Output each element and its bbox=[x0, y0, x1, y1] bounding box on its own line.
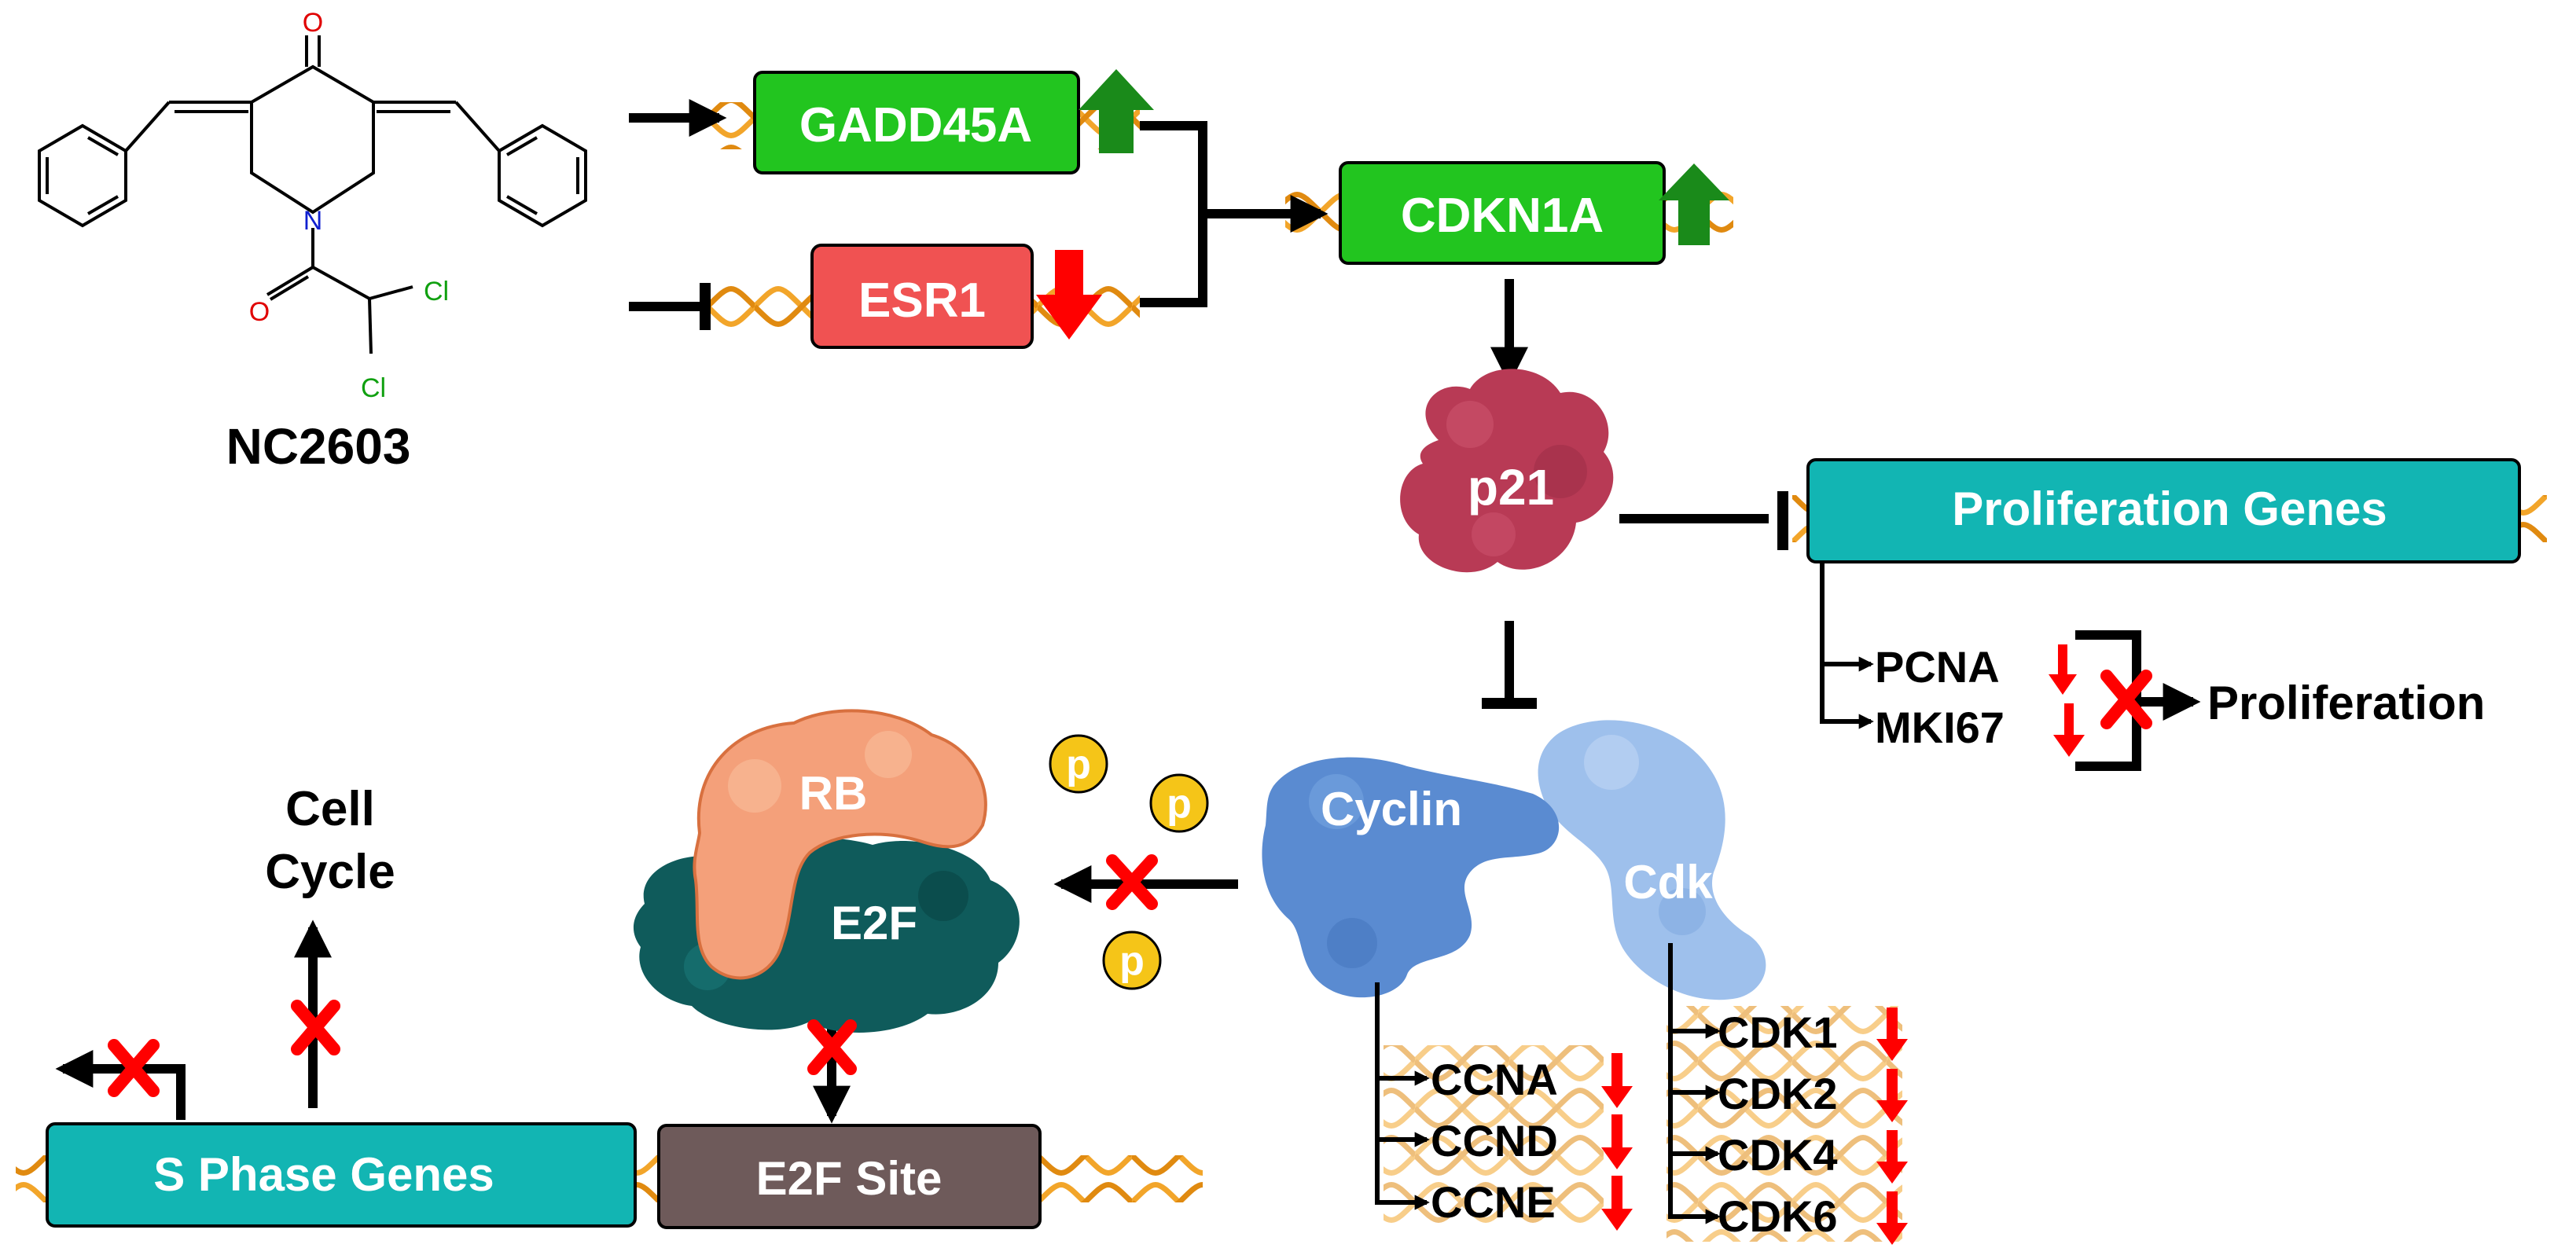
pcna-down-arrow bbox=[2049, 644, 2077, 695]
proliferation-label: Proliferation bbox=[2207, 677, 2485, 729]
ketone-oxygen: O bbox=[303, 8, 323, 38]
chlorine-atom-2: Cl bbox=[361, 373, 386, 403]
nitrogen-atom: N bbox=[303, 206, 323, 236]
cell-cycle-label-line1: Cell bbox=[285, 782, 375, 836]
cdk-label: Cdk bbox=[1623, 856, 1713, 908]
cdk-branch bbox=[1668, 943, 1721, 1224]
cell-cycle-label-line2: Cycle bbox=[265, 845, 395, 899]
p21-label: p21 bbox=[1468, 459, 1554, 516]
esr1-label: ESR1 bbox=[858, 273, 986, 328]
mki67-label: MKI67 bbox=[1875, 703, 2005, 752]
compound-name: NC2603 bbox=[226, 418, 411, 475]
gadd45a-box bbox=[753, 71, 1080, 174]
transcription-block-x bbox=[108, 1039, 160, 1097]
cdkn1a-label: CDKN1A bbox=[1401, 189, 1604, 243]
e2f-label: E2F bbox=[831, 897, 917, 949]
nc2603-structure bbox=[38, 35, 587, 354]
gadd45a-up-arrow bbox=[1079, 69, 1154, 153]
e2f-site-box bbox=[657, 1124, 1042, 1229]
cdk-protein bbox=[1538, 720, 1766, 1000]
pcna-label: PCNA bbox=[1875, 642, 2000, 692]
e2f-protein bbox=[633, 837, 1020, 1033]
proliferation-genes-label: Proliferation Genes bbox=[1952, 483, 2387, 535]
svg-text:p: p bbox=[1119, 938, 1145, 984]
phosphate-group-3: p bbox=[1102, 930, 1162, 990]
cdk6-label: CDK6 bbox=[1718, 1191, 1837, 1241]
cdk2-down-arrow bbox=[1876, 1069, 1908, 1122]
cyclin-label: Cyclin bbox=[1321, 783, 1462, 835]
s-phase-genes-box bbox=[46, 1122, 637, 1228]
esr1-box bbox=[810, 244, 1034, 349]
phosphorylation-block-x bbox=[1106, 854, 1158, 910]
e2f-binding-block-x bbox=[807, 1019, 857, 1075]
chlorine-atom-1: Cl bbox=[424, 277, 449, 306]
right-phenyl-ring bbox=[498, 123, 587, 228]
rb-protein bbox=[693, 709, 987, 980]
ccne-down-arrow bbox=[1601, 1176, 1633, 1231]
ccnd-label: CCND bbox=[1431, 1116, 1558, 1165]
mki67-down-arrow bbox=[2053, 703, 2085, 757]
phosphate-group-2: p bbox=[1149, 773, 1209, 833]
dna-strands bbox=[16, 102, 2547, 1242]
cyclin-branch bbox=[1375, 982, 1430, 1210]
left-phenyl-ring bbox=[38, 123, 127, 228]
gadd45a-label: GADD45A bbox=[799, 98, 1032, 152]
proliferation-genes-box bbox=[1806, 458, 2521, 563]
ccna-down-arrow bbox=[1601, 1053, 1633, 1108]
esr1-down-arrow bbox=[1036, 250, 1102, 340]
proliferation-block-x bbox=[2100, 670, 2152, 729]
cdkn1a-box bbox=[1339, 161, 1666, 265]
cell-cycle-block-x bbox=[291, 1000, 340, 1055]
cdk2-label: CDK2 bbox=[1718, 1069, 1837, 1118]
svg-text:p: p bbox=[1066, 742, 1091, 787]
s-phase-genes-label: S Phase Genes bbox=[153, 1148, 494, 1201]
cyclin-protein bbox=[1262, 757, 1560, 998]
cdk4-down-arrow bbox=[1876, 1130, 1908, 1184]
cdk6-down-arrow bbox=[1876, 1191, 1908, 1245]
e2f-site-label: E2F Site bbox=[756, 1152, 943, 1205]
ccne-label: CCNE bbox=[1431, 1177, 1556, 1227]
cdk4-label: CDK4 bbox=[1718, 1130, 1837, 1180]
ccna-label: CCNA bbox=[1431, 1055, 1558, 1104]
p21-protein bbox=[1400, 369, 1614, 573]
phosphate-group-1: p bbox=[1049, 734, 1108, 794]
cdkn1a-up-arrow bbox=[1659, 163, 1729, 245]
svg-text:p: p bbox=[1167, 781, 1192, 827]
amide-oxygen: O bbox=[249, 297, 270, 327]
cdk1-down-arrow bbox=[1876, 1008, 1908, 1061]
ccnd-down-arrow bbox=[1601, 1114, 1633, 1169]
proliferation-branch bbox=[1820, 562, 2201, 771]
cdk1-label: CDK1 bbox=[1718, 1008, 1837, 1057]
connectors bbox=[55, 99, 1788, 1124]
rb-label: RB bbox=[799, 767, 868, 820]
